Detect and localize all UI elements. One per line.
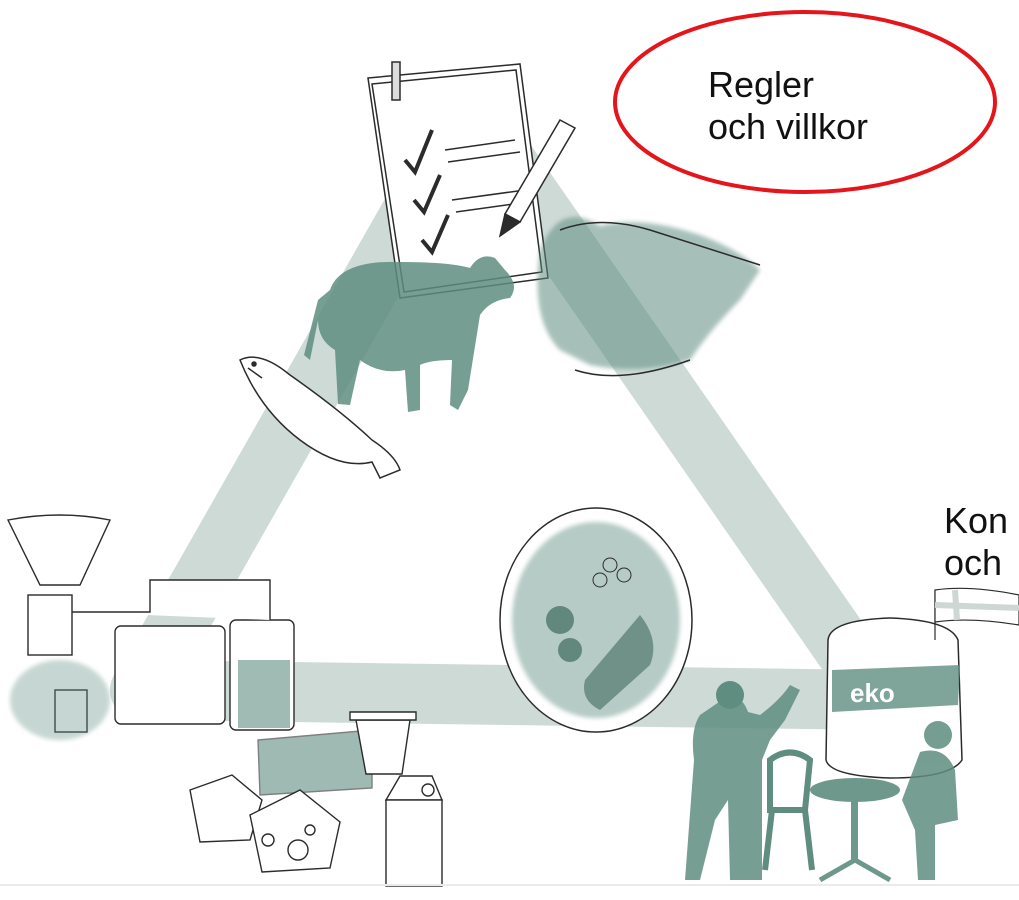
consumer-label: Kon och (944, 500, 1008, 584)
consumer-label-line2: och (944, 542, 1008, 584)
cheese-icon (190, 730, 372, 872)
jar-label: eko (850, 678, 895, 708)
rules-conditions-label: Regler och villkor (708, 64, 868, 148)
bottom-divider (0, 884, 1019, 886)
chair-icon (765, 753, 812, 871)
rules-label-line2: och villkor (708, 106, 868, 148)
handshake-icon (538, 217, 761, 376)
milk-carton-icon (386, 776, 442, 886)
ink-splash (10, 660, 110, 740)
rules-label-line1: Regler (708, 64, 868, 106)
consumer-label-line1: Kon (944, 500, 1008, 542)
plate-icon (500, 508, 692, 732)
cafe-table-icon (810, 778, 900, 880)
